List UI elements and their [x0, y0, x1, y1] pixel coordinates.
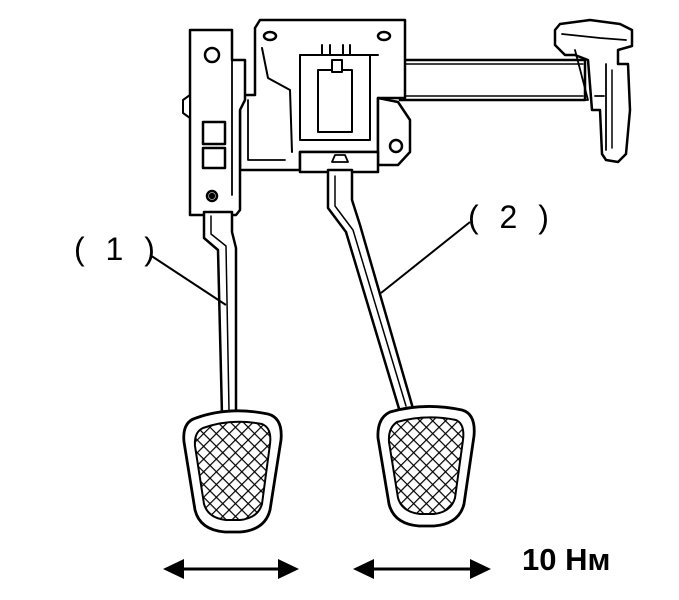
pedal-2-arm [326, 168, 416, 414]
pedal-1-pad [182, 409, 283, 534]
torque-value-label: 10 Нм [522, 542, 611, 577]
pedal-1-arm [202, 210, 238, 417]
lower-bracket-plate [298, 96, 412, 174]
left-mount-bracket [182, 28, 247, 217]
leader-line-1 [149, 254, 227, 306]
adjustment-arrow-right [353, 559, 491, 579]
pedal-1-callout-label: ( 1 ) [74, 231, 161, 267]
leader-line-2 [380, 221, 471, 294]
pedal-2-pad [376, 405, 476, 528]
cross-shaft [398, 58, 587, 102]
adjustment-arrow-left [163, 559, 299, 579]
pedal-box-housing [238, 18, 407, 172]
pedal-2-callout-label: ( 2 ) [468, 199, 555, 235]
right-mount-clip [553, 18, 634, 164]
